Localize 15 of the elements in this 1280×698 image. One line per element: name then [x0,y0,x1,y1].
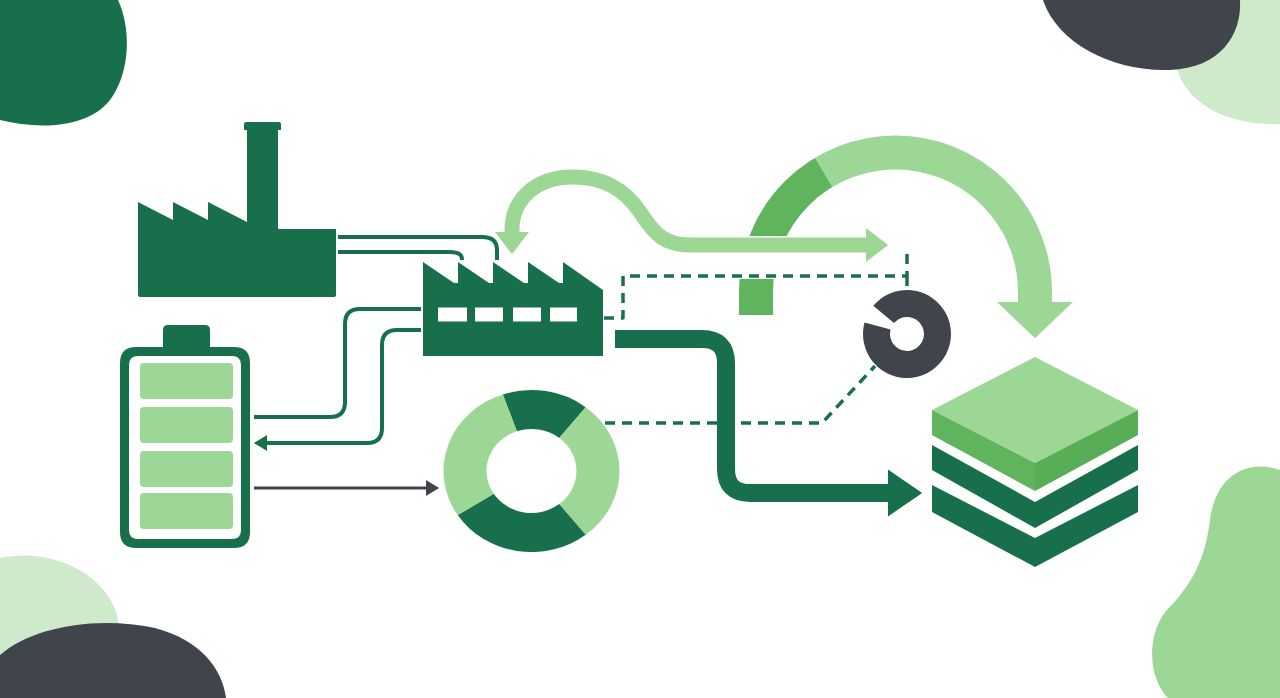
connector-line [338,250,464,261]
factory-icon [423,262,603,356]
dashed-connector-line [605,364,877,425]
thick-arrow [739,135,1073,338]
connector-line [338,235,499,260]
segmented-ring-icon [443,390,620,552]
ring-icon [862,290,952,378]
arrow [254,480,439,496]
thick-arrow [615,330,922,517]
arrow [254,328,421,451]
battery-icon [120,325,250,548]
layer-stack-icon [932,357,1138,567]
thick-arrow [495,169,888,262]
connector-line [254,307,421,419]
factory-icon [138,122,336,297]
